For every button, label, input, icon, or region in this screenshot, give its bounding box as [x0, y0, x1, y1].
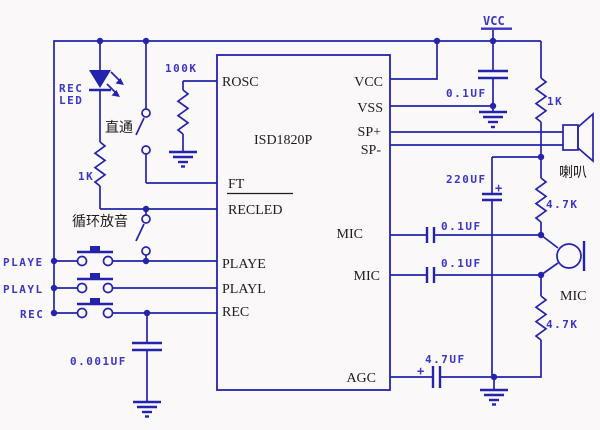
resistor-1k-led-value: 1K [78, 170, 94, 183]
ground-symbol-100k [169, 150, 197, 168]
ground-symbol-debounce [133, 400, 161, 418]
plus-sign-220uf: + [495, 181, 502, 195]
junction-dots [50, 37, 545, 381]
switch-loop: 循环放音 [72, 209, 151, 261]
led-rec: REC LED [59, 41, 124, 142]
capacitor-220uf: 220UF + [446, 156, 541, 377]
button-playl-label: PLAYL [3, 283, 44, 296]
button-rec-label: REC [20, 308, 44, 321]
capacitor-0.1uf-vcc: 0.1UF [446, 41, 508, 112]
speaker-label: 喇叭 [559, 165, 587, 181]
pin-agc: AGC [346, 371, 376, 386]
vcc-symbol: VCC [481, 14, 512, 41]
capacitor-4.7uf-value: 4.7UF [425, 353, 466, 366]
button-playl: PLAYL [3, 273, 217, 296]
capacitor-0.1uf-mic1-value: 0.1UF [441, 220, 482, 233]
speaker-wires [390, 131, 563, 146]
pin-playe: PLAYE [222, 257, 266, 272]
power-rail-wires [53, 40, 542, 313]
resistor-4.7k-bottom: 4.7K [494, 275, 579, 378]
button-rec: REC [20, 298, 217, 321]
pin-vss: VSS [357, 101, 383, 116]
pin-rec: REC [222, 305, 249, 320]
resistor-4.7k-top-value: 4.7K [546, 198, 579, 211]
capacitor-220uf-value: 220UF [446, 173, 487, 186]
resistor-4.7k-bottom-value: 4.7K [546, 318, 579, 331]
resistor-100k-value: 100K [165, 62, 198, 75]
vcc-pin-wire [390, 41, 438, 80]
led-label-line2: LED [59, 94, 83, 107]
button-playe: PLAYE [3, 246, 217, 269]
plus-sign-4.7uf: + [417, 364, 424, 378]
pin-rosc: ROSC [222, 75, 259, 90]
resistor-100k: 100K [165, 62, 217, 152]
switch-direct-label: 直通 [105, 119, 133, 136]
resistor-1k-speaker: 1K [534, 77, 563, 157]
led-label-line1: REC [59, 82, 83, 95]
ground-symbol-vcc [479, 110, 507, 129]
resistor-1k-led: 1K [78, 141, 107, 209]
pin-vcc: VCC [354, 75, 383, 90]
resistor-1k-speaker-value: 1K [547, 95, 563, 108]
capacitor-0.001uf-value: 0.001UF [70, 355, 127, 368]
capacitor-0.1uf-mic2-value: 0.1UF [441, 257, 482, 270]
capacitor-0.1uf-mic2: 0.1UF [390, 257, 541, 283]
switch-direct: 直通 [105, 41, 217, 184]
microphone-icon: MIC [540, 234, 586, 304]
pin-sp-plus: SP+ [358, 125, 382, 140]
chip-part-number: ISD1820P [254, 133, 313, 148]
vcc-label: VCC [483, 14, 505, 28]
capacitor-4.7uf-agc: 4.7UF + [390, 353, 494, 388]
pin-mic1: MIC [337, 227, 363, 242]
pin-playl: PLAYL [222, 282, 266, 297]
ground-symbol-agc [480, 377, 508, 406]
pin-ft: FT [228, 177, 245, 192]
chip-isd1820p: ISD1820P ROSC FT RECLED PLAYE PLAYL REC … [216, 54, 391, 391]
pin-mic2: MIC [354, 269, 380, 284]
button-playe-label: PLAYE [3, 256, 44, 269]
capacitor-0.001uf: 0.001UF [70, 313, 162, 402]
microphone-label: MIC [560, 289, 586, 304]
resistor-4.7k-top: 4.7K [534, 157, 579, 235]
pin-recled: RECLED [228, 203, 282, 218]
capacitor-0.1uf-vcc-value: 0.1UF [446, 87, 487, 100]
switch-loop-label: 循环放音 [72, 213, 128, 230]
speaker-icon: 喇叭 [559, 112, 594, 181]
capacitor-0.1uf-mic1: 0.1UF [390, 220, 541, 243]
pin-sp-minus: SP- [361, 143, 382, 158]
